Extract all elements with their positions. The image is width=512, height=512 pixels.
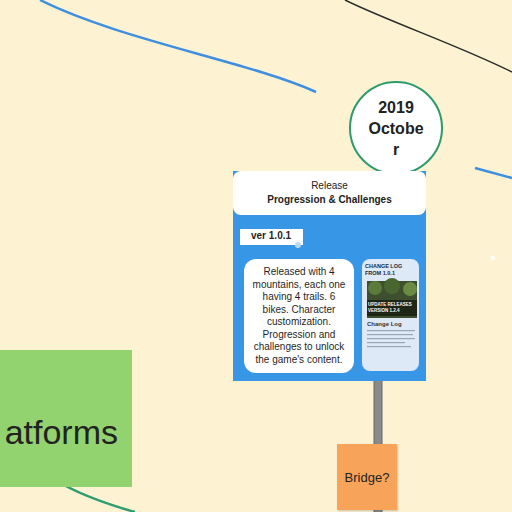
- blue-curve: [40, 0, 316, 92]
- dark-curve: [345, 0, 512, 72]
- text-group: 2019 October: [367, 97, 425, 160]
- dot: [491, 256, 496, 261]
- text-group: CHANGE LOG FROM 1.0.1: [362, 259, 419, 281]
- blue-line: [475, 168, 512, 178]
- node-text: ver 1.0.1: [251, 229, 303, 243]
- node-text: atforms: [5, 413, 118, 452]
- text-group: ver 1.0.1: [240, 229, 303, 243]
- node-text: Bridge?: [345, 470, 390, 485]
- category-box: atforms: [0, 350, 132, 487]
- text-group: Released with 4 mountains, each one havi…: [244, 260, 354, 372]
- changelog-heading: Change Log: [367, 321, 415, 328]
- node-subtext: Progression & Challenges: [237, 193, 422, 207]
- text-group: ReleaseProgression & Challenges: [233, 171, 426, 215]
- sticky-note: Bridge?: [337, 444, 397, 510]
- node-text: 2019 October: [367, 97, 425, 160]
- date-circle: 2019 October: [349, 81, 443, 175]
- text-group: atforms: [5, 413, 118, 452]
- version-tag: ver 1.0.1: [240, 229, 303, 245]
- changelog-box: CHANGE LOG FROM 1.0.1: [362, 259, 419, 371]
- node-text: Release: [237, 179, 422, 193]
- node-text: Released with 4 mountains, each one havi…: [249, 266, 349, 366]
- release-card: ReleaseProgression & Challenges ver 1.0.1…: [233, 171, 426, 381]
- description-box: Released with 4 mountains, each one havi…: [244, 259, 354, 373]
- text-group: Bridge?: [341, 466, 394, 489]
- node-text: CHANGE LOG FROM 1.0.1: [365, 263, 416, 277]
- screenshot-title: UPDATE RELEASES VERSION 1.2.4: [368, 302, 416, 313]
